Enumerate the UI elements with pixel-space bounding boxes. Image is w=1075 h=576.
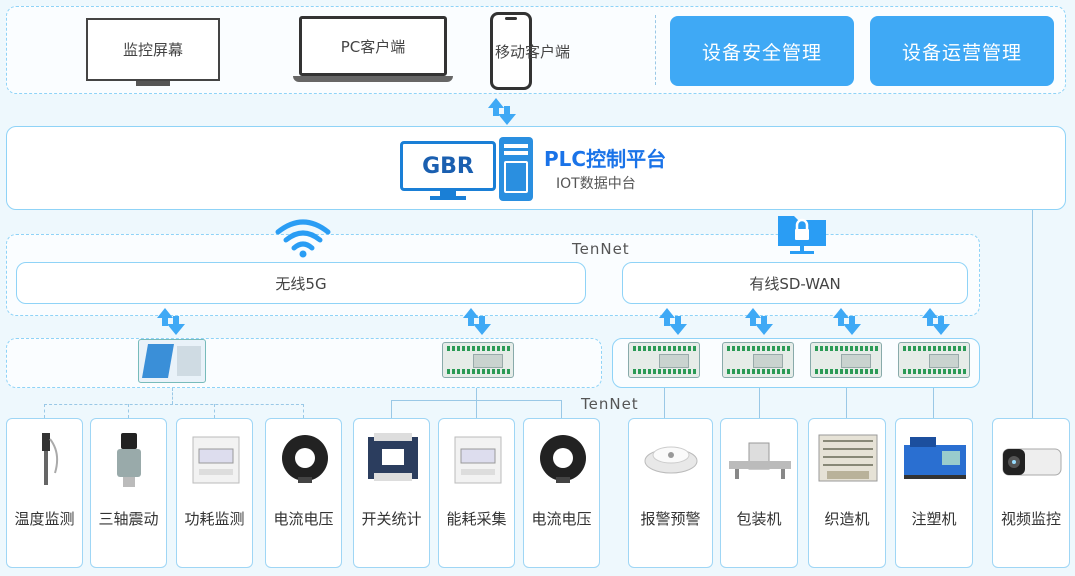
device-card[interactable]: 织造机 xyxy=(808,418,886,568)
device-card[interactable]: 电流电压 xyxy=(523,418,600,568)
contactor-icon xyxy=(368,433,418,481)
device-label: 织造机 xyxy=(824,510,870,528)
device-card[interactable]: 能耗采集 xyxy=(438,418,515,568)
wireless-5g-label: 无线5G xyxy=(275,274,327,293)
gbr-logo: GBR xyxy=(422,153,474,179)
monitor-screen: 监控屏幕 xyxy=(86,18,220,88)
bidirectional-arrow-icon xyxy=(463,308,491,335)
gbr-monitor-icon: GBR xyxy=(400,141,496,201)
device-label: 报警预警 xyxy=(640,510,701,528)
pc-client-label: PC客户端 xyxy=(340,37,406,56)
device-card[interactable]: 电流电压 xyxy=(265,418,342,568)
server-icon xyxy=(499,137,533,201)
connector-line xyxy=(759,388,760,418)
secure-folder-icon xyxy=(778,216,826,254)
temperature-probe-icon xyxy=(42,433,59,485)
connector-line xyxy=(476,400,477,418)
bidirectional-arrow-icon xyxy=(922,308,950,335)
device-card[interactable]: 温度监测 xyxy=(6,418,83,568)
device-label: 功耗监测 xyxy=(184,510,245,528)
connector-line xyxy=(933,388,934,418)
wired-sdwan-label: 有线SD-WAN xyxy=(749,274,841,293)
plc-controller-icon xyxy=(628,342,700,378)
video-connector-line xyxy=(1032,210,1033,418)
monitor-screen-label: 监控屏幕 xyxy=(122,41,183,59)
top-divider xyxy=(655,15,656,85)
device-label: 温度监测 xyxy=(14,510,75,528)
device-label: 开关统计 xyxy=(361,510,422,528)
tennet-label-mid: TenNet xyxy=(581,395,639,413)
device-label: 能耗采集 xyxy=(446,510,507,528)
platform-panel xyxy=(6,126,1066,210)
wireless-gateway-icon xyxy=(138,339,206,383)
plc-controller-icon xyxy=(442,342,514,378)
device-card[interactable]: 视频监控 xyxy=(992,418,1070,568)
device-card[interactable]: 开关统计 xyxy=(353,418,430,568)
bidirectional-arrow-icon xyxy=(833,308,861,335)
bidirectional-arrow-icon xyxy=(157,308,185,335)
connector-line xyxy=(846,388,847,418)
energy-meter-icon xyxy=(454,436,502,484)
vibration-sensor-icon xyxy=(117,433,141,487)
current-transformer-icon xyxy=(540,435,586,483)
camera-icon xyxy=(1002,448,1062,476)
plc-controller-icon xyxy=(810,342,882,378)
device-card[interactable]: 三轴震动 xyxy=(90,418,167,568)
weaving-machine-icon xyxy=(818,434,878,482)
connector-line xyxy=(44,404,304,405)
device-label: 注塑机 xyxy=(911,510,957,528)
plc-controller-icon xyxy=(898,342,970,378)
connector-line xyxy=(561,400,562,418)
bidirectional-arrow-icon xyxy=(488,98,516,125)
plc-controller-icon xyxy=(722,342,794,378)
connector-line xyxy=(391,400,392,418)
smoke-alarm-icon xyxy=(644,446,698,474)
device-operation-management-button[interactable]: 设备运营管理 xyxy=(870,16,1054,86)
device-card[interactable]: 报警预警 xyxy=(628,418,713,568)
device-card[interactable]: 包装机 xyxy=(720,418,798,568)
device-security-management-button[interactable]: 设备安全管理 xyxy=(670,16,854,86)
wireless-5g-bar: 无线5G xyxy=(16,262,586,304)
device-label: 三轴震动 xyxy=(98,510,159,528)
mobile-client-phone xyxy=(490,12,532,90)
connector-line xyxy=(128,404,129,418)
platform-title: PLC控制平台 xyxy=(544,147,667,171)
connector-line xyxy=(172,388,173,404)
device-card[interactable]: 注塑机 xyxy=(895,418,973,568)
pc-client-laptop: PC客户端 xyxy=(293,16,453,86)
connector-line xyxy=(664,388,665,418)
bidirectional-arrow-icon xyxy=(659,308,687,335)
connector-line xyxy=(44,404,45,418)
packaging-machine-icon xyxy=(729,442,791,479)
device-security-management-label: 设备安全管理 xyxy=(701,41,822,64)
connector-line xyxy=(476,388,477,400)
device-label: 视频监控 xyxy=(1000,510,1061,528)
mobile-client-label: 移动客户端 xyxy=(495,43,571,61)
wifi-icon xyxy=(275,219,331,258)
device-label: 电流电压 xyxy=(531,510,592,528)
device-card[interactable]: 功耗监测 xyxy=(176,418,253,568)
connector-line xyxy=(303,404,304,418)
connector-line xyxy=(214,404,215,418)
platform-subtitle: IOT数据中台 xyxy=(556,176,636,192)
injection-molding-icon xyxy=(904,437,966,479)
wired-sdwan-bar: 有线SD-WAN xyxy=(622,262,968,304)
current-transformer-icon xyxy=(282,435,328,483)
tennet-label-top: TenNet xyxy=(572,240,630,258)
bidirectional-arrow-icon xyxy=(745,308,773,335)
device-label: 包装机 xyxy=(736,510,782,528)
device-label: 电流电压 xyxy=(273,510,334,528)
power-meter-icon xyxy=(192,436,240,484)
device-operation-management-label: 设备运营管理 xyxy=(901,41,1022,64)
